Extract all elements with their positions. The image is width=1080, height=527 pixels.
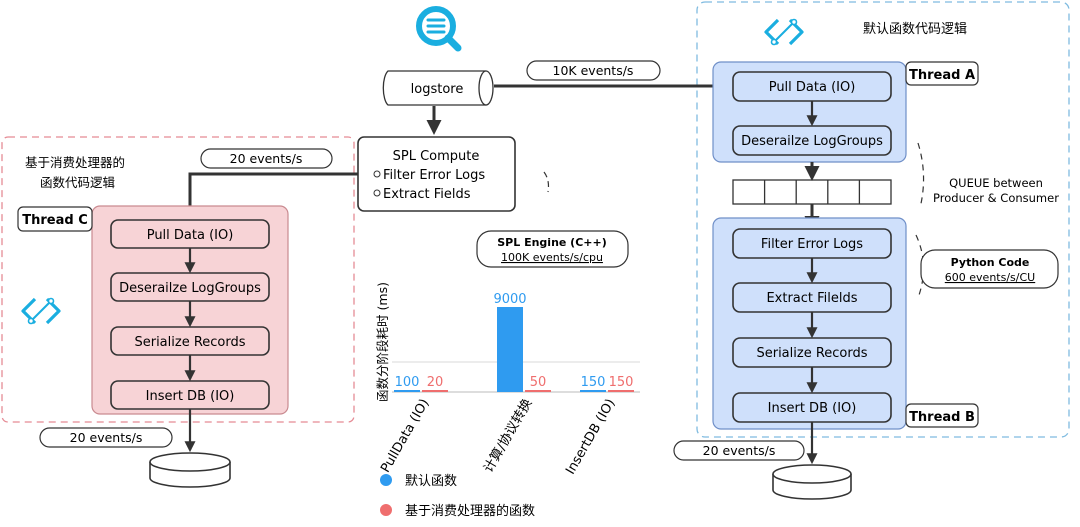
rate-right-out-label: 20 events/s [703, 443, 776, 458]
legend-label-default: 默认函数 [405, 473, 457, 489]
queue-label-1: QUEUE between [949, 176, 1043, 190]
right-step-filter-label: Filter Error Logs [761, 237, 863, 252]
left-step-pull-label: Pull Data (IO) [147, 228, 234, 243]
thread-b-badge: Thread B [905, 403, 979, 428]
left-step-serialize-label: Serialize Records [134, 335, 245, 350]
thread-c-label: Thread C [22, 213, 88, 228]
spl-engine-title: SPL Engine (C++) [497, 236, 607, 249]
left-step-insert-label: Insert DB (IO) [146, 389, 235, 404]
legend-swatch-consumer [380, 504, 392, 516]
search-icon [416, 6, 462, 52]
queue-brace [917, 142, 925, 209]
chart-data-label: 9000 [493, 292, 526, 307]
rate-left-in-label: 20 events/s [230, 151, 303, 166]
chart-bar [580, 390, 606, 392]
logstore-node: logstore [382, 70, 494, 106]
python-rate: 600 events/s/CU [945, 271, 1035, 284]
python-brace [915, 234, 925, 299]
queue-label-2: Producer & Consumer [933, 191, 1059, 205]
chart-data-label: 150 [609, 375, 634, 390]
spl-compute-title: SPL Compute [393, 149, 480, 164]
right-thread-b-region [712, 217, 907, 430]
thread-b-label: Thread B [909, 410, 975, 425]
right-step-pull-label: Pull Data (IO) [769, 80, 856, 95]
legend-swatch-default [380, 474, 392, 486]
spl-compute-box: SPL Compute Filter Error Logs Extract Fi… [357, 136, 516, 212]
right-step-serialize-label: Serialize Records [756, 346, 867, 361]
right-step-extract-label: Extract Filelds [766, 291, 857, 306]
chart-bar [497, 307, 523, 392]
python-code-pill: Python Code 600 events/s/CU [920, 249, 1059, 289]
thread-a-label: Thread A [909, 68, 975, 83]
right-region-title: 默认函数代码逻辑 [863, 21, 967, 37]
logstore-label: logstore [411, 82, 464, 97]
rate-right-in-label: 10K events/s [553, 63, 634, 78]
chart-bar [525, 390, 551, 392]
chart-data-label: 100 [395, 375, 420, 390]
legend-label-consumer: 基于消费处理器的函数 [405, 503, 535, 519]
right-step-insert-label: Insert DB (IO) [768, 401, 857, 416]
chart-data-label: 20 [427, 375, 444, 390]
thread-c-badge: Thread C [17, 206, 93, 232]
chart-y-label: 函数分阶段耗时 (ms) [375, 282, 390, 402]
spl-item-filter: Filter Error Logs [383, 168, 485, 183]
rate-pill-left-in: 20 events/s [200, 148, 333, 169]
left-step-deserialize-label: Deserailze LogGroups [119, 281, 261, 296]
left-region-title-1: 基于消费处理器的 [25, 155, 125, 170]
right-step-deserialize-label: Deserailze LogGroups [741, 134, 883, 149]
right-region-outline [696, 1, 1070, 438]
function-logo-icon [764, 18, 804, 46]
left-steps: Pull Data (IO) Deserailze LogGroups Seri… [110, 219, 270, 410]
spl-brace [543, 171, 550, 193]
function-logo-icon [21, 297, 61, 325]
rate-pill-right-out: 20 events/s [673, 440, 805, 461]
database-icon [149, 452, 231, 488]
rate-pill-left-out: 20 events/s [39, 427, 173, 448]
database-icon [772, 464, 852, 500]
spl-item-extract: Extract Fields [383, 187, 471, 202]
chart-x-tick-label: InsertDB (IO) [563, 397, 618, 478]
rate-pill-right-in: 10K events/s [526, 60, 661, 81]
python-title: Python Code [951, 256, 1030, 269]
chart-data-label: 150 [581, 375, 606, 390]
rate-left-out-label: 20 events/s [70, 430, 143, 445]
left-region-title-2: 函数代码逻辑 [40, 175, 115, 190]
chart-bar [422, 390, 448, 392]
left-region-outline [1, 136, 355, 423]
thread-a-badge: Thread A [905, 61, 979, 86]
chart-bar [394, 390, 420, 392]
chart-data-label: 50 [530, 375, 547, 390]
queue-buffer [732, 179, 892, 205]
spl-engine-rate: 100K events/s/cpu [501, 251, 603, 264]
chart-legend: 默认函数 基于消费处理器的函数 [380, 473, 535, 519]
chart-x-tick-label: 计算/协议转换 [481, 397, 535, 476]
spl-engine-pill: SPL Engine (C++) 100K events/s/cpu [476, 230, 629, 268]
chart-bar [608, 390, 634, 392]
chart-x-tick-label: PullData (IO) [378, 397, 432, 476]
